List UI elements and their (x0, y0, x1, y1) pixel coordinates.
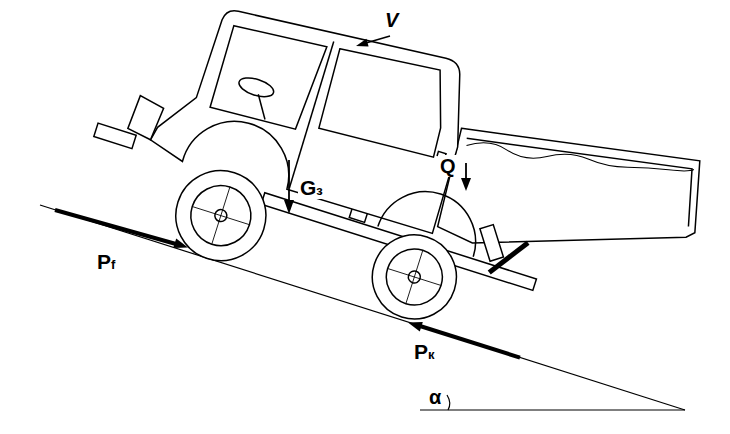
force-arrows-part (284, 200, 294, 214)
force-arrows-part (356, 39, 369, 47)
bed (429, 89, 716, 306)
rear-wheel-part (379, 242, 449, 312)
front-wheel-part (183, 178, 258, 253)
force-arrows-part (408, 322, 423, 332)
force-arrows (55, 36, 520, 358)
rear-wheel (362, 224, 467, 329)
force-label: Pк (412, 340, 437, 363)
load (467, 102, 694, 214)
force-label: Q (438, 155, 458, 177)
force-arrows-part (461, 178, 471, 191)
force-arrows-part (366, 36, 390, 43)
bumper (94, 123, 136, 148)
velocity-label: V (383, 9, 400, 31)
rear-wheel-part (362, 224, 467, 329)
cylinder-body (480, 225, 504, 262)
force-arrows-part (173, 239, 188, 249)
steering-wheel (237, 74, 276, 100)
front-wheel-part (164, 159, 277, 272)
door-line (287, 42, 335, 188)
force-label: Gз (298, 176, 325, 199)
front-window (208, 18, 327, 135)
angle-label: α (427, 386, 443, 408)
steering-column (252, 94, 272, 119)
force-arrows-part (465, 163, 467, 179)
force-arrows-part (55, 210, 176, 244)
door-window (315, 39, 459, 164)
truck (69, 0, 722, 397)
force-label: Pf (95, 250, 117, 273)
front-wheel (164, 159, 277, 272)
bed-inner (462, 101, 706, 226)
ground-part (420, 409, 685, 410)
rear-wheel-part (379, 242, 449, 312)
force-arrows-part (288, 160, 290, 201)
ground-part (447, 395, 450, 410)
front-wheel-part (183, 178, 258, 253)
